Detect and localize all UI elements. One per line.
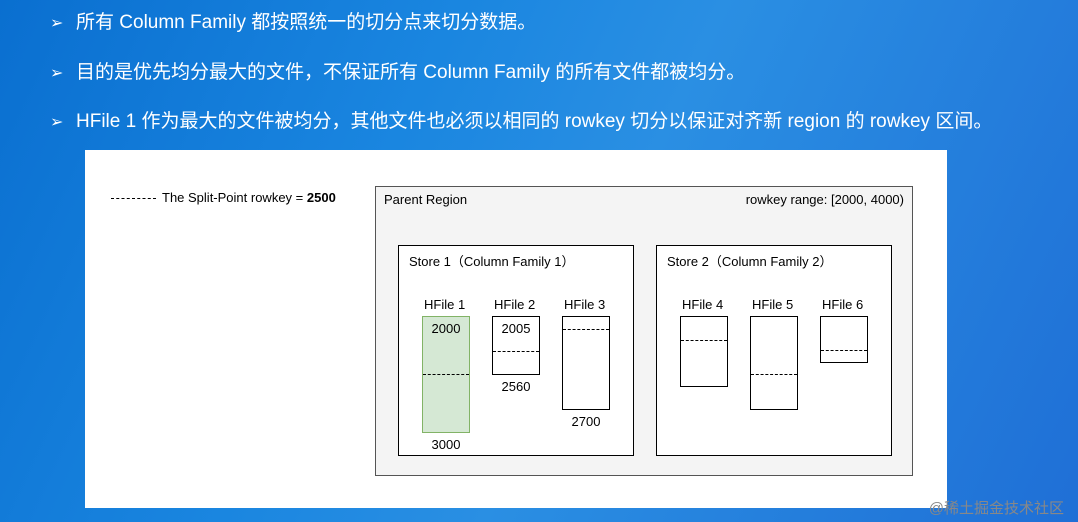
arrow-icon: ➢	[50, 65, 64, 82]
hfile-1-box	[422, 316, 470, 433]
hfile-2-name: HFile 2	[494, 297, 536, 312]
hfile-5-box	[750, 316, 798, 410]
hfile-6-name: HFile 6	[822, 297, 864, 312]
store-label: Store 2（Column Family 2）	[667, 254, 833, 269]
bullet-text: 目的是优先均分最大的文件，不保证所有 Column Family 的所有文件都被…	[76, 62, 746, 83]
split-line	[423, 374, 469, 375]
parent-region-label: Parent Region	[384, 192, 468, 207]
hfile-3-end: 2700	[571, 414, 601, 429]
bullet-text: HFile 1 作为最大的文件被均分，其他文件也必须以相同的 rowkey 切分…	[76, 111, 993, 132]
hfile-4-name: HFile 4	[682, 297, 724, 312]
split-line	[821, 350, 867, 351]
bullet-item: ➢ HFile 1 作为最大的文件被均分，其他文件也必须以相同的 rowkey 切…	[50, 109, 992, 136]
legend-prefix: The Split-Point rowkey =	[162, 190, 307, 205]
hfile-1-name: HFile 1	[424, 297, 466, 312]
store-1: Store 1（Column Family 1） HFile 1 2000 30…	[398, 245, 634, 456]
hfile-6-box	[820, 316, 868, 363]
parent-region: Parent Region rowkey range: [2000, 4000)…	[375, 186, 913, 476]
bullet-item: ➢ 目的是优先均分最大的文件，不保证所有 Column Family 的所有文件都…	[50, 60, 745, 87]
split-line	[493, 351, 539, 352]
hfile-3-box	[562, 316, 610, 410]
watermark: @稀土掘金技术社区	[928, 500, 1064, 517]
bullet-item: ➢ 所有 Column Family 都按照统一的切分点来切分数据。	[50, 10, 536, 37]
hfile-2-box	[492, 316, 540, 375]
split-line	[563, 329, 609, 330]
hfile-2-end: 2560	[501, 379, 531, 394]
split-point-legend: The Split-Point rowkey = 2500	[111, 190, 336, 205]
store-2: Store 2（Column Family 2） HFile 4 HFile 5…	[656, 245, 892, 456]
split-line	[681, 340, 727, 341]
hfile-3-name: HFile 3	[564, 297, 606, 312]
arrow-icon: ➢	[50, 114, 64, 131]
hfile-5-name: HFile 5	[752, 297, 794, 312]
split-line	[751, 374, 797, 375]
hfile-1-end: 3000	[431, 437, 461, 452]
hfile-4-box	[680, 316, 728, 387]
arrow-icon: ➢	[50, 15, 64, 32]
rowkey-range-label: rowkey range: [2000, 4000)	[745, 192, 904, 207]
store-label: Store 1（Column Family 1）	[409, 254, 575, 269]
hfile-2-start: 2005	[501, 321, 531, 336]
hfile-1-start: 2000	[431, 321, 461, 336]
diagram-panel: The Split-Point rowkey = 2500 Parent Reg…	[85, 150, 947, 508]
split-point-value: 2500	[306, 190, 336, 205]
dashed-line-sample	[111, 198, 156, 200]
bullet-text: 所有 Column Family 都按照统一的切分点来切分数据。	[76, 12, 537, 33]
